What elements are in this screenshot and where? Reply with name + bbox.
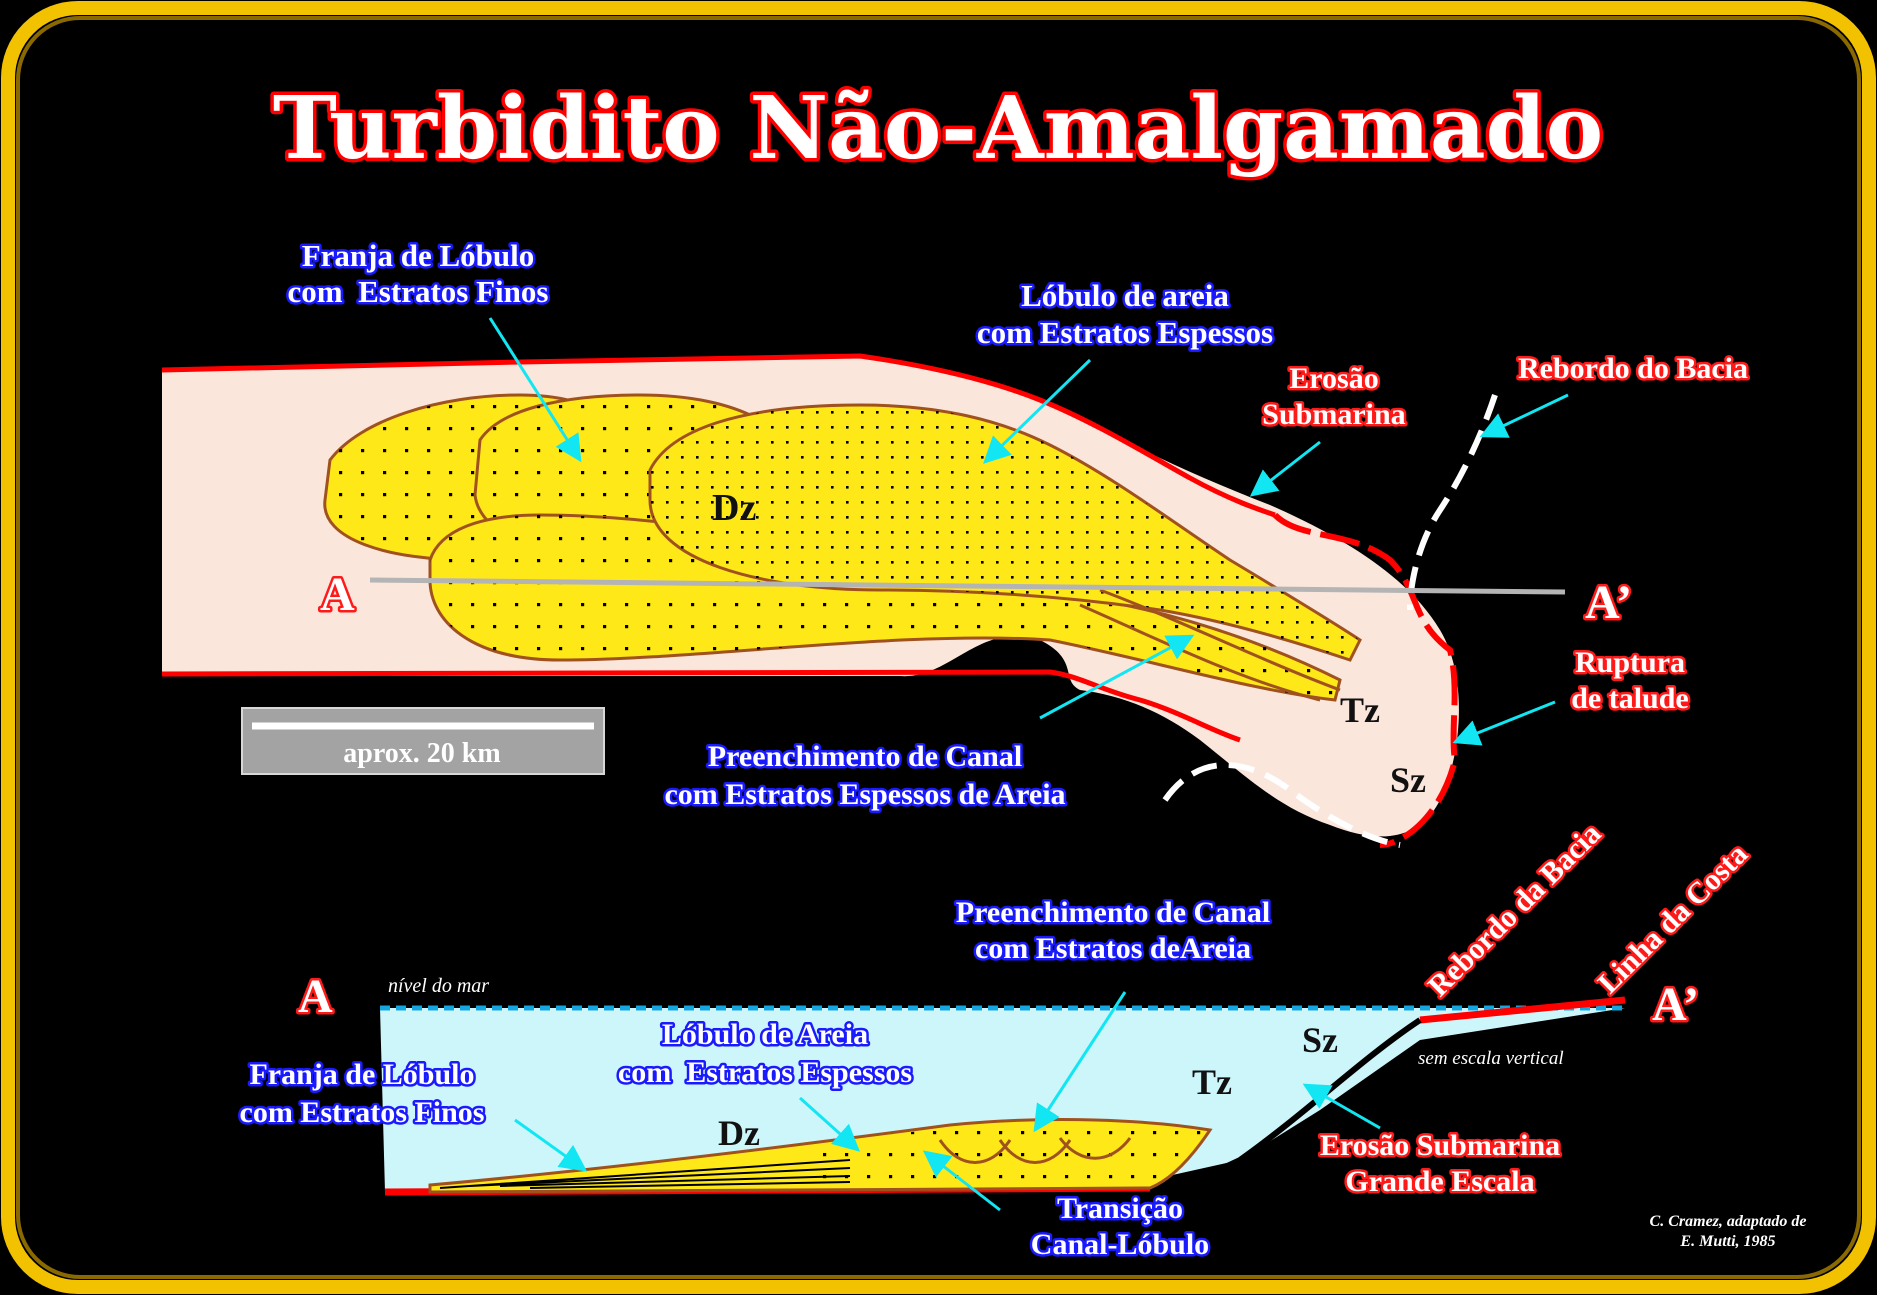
shelf-ground <box>1419 996 1626 1024</box>
cross-fringe-arrow <box>514 1118 588 1172</box>
slope-break-label-line2: de talude <box>1571 682 1689 715</box>
cross-channel-fill-line1: Preenchimento de Canal <box>956 896 1270 929</box>
page-title: Turbidito Não-Amalgamado <box>273 78 1603 179</box>
water-body <box>380 1008 1625 1192</box>
cross-channel-fill-arrow <box>1033 991 1127 1133</box>
scale-box <box>241 707 605 775</box>
shelf-edge-arrow <box>1479 393 1569 438</box>
lower-lobe-dots <box>430 515 1340 700</box>
cross-erosion-line1: Erosão Submarina <box>1320 1129 1560 1162</box>
erosion-arrow <box>1249 440 1321 497</box>
cross-sand-lobe-arrow <box>798 1096 861 1152</box>
cross-end-label: A’ <box>1652 978 1699 1031</box>
cross-sand-lobe-line1: Lóbulo de Areia <box>662 1018 868 1051</box>
sea-level-label: nível do mar <box>388 975 489 997</box>
cross-erosion-arrow <box>1302 1083 1381 1130</box>
channel-fill-label-line2: com Estratos Espessos de Areia <box>664 778 1065 811</box>
transition-label-line1: Transição <box>1057 1192 1183 1225</box>
channel-fill-arrow <box>1039 634 1195 720</box>
slope-erosion-line <box>1149 1017 1422 1191</box>
transition-label-line2: Canal-Lóbulo <box>1031 1228 1209 1261</box>
zone-sz-label: Sz <box>1390 760 1426 800</box>
sand-lobe-arrow <box>983 358 1092 464</box>
zone-tz-label: Tz <box>1340 690 1380 730</box>
cross-channel-fill-line2: com Estratos deAreia <box>975 932 1251 965</box>
zone-dz-label: Dz <box>712 487 756 529</box>
cross-fringe-line2: com Estratos Finos <box>240 1096 485 1129</box>
cross-start-label: A <box>298 970 333 1023</box>
frame-inner <box>16 16 1861 1279</box>
cross-zone-sz: Sz <box>1302 1020 1338 1060</box>
channel-strand-2 <box>1079 603 1321 702</box>
fringe-arrow <box>488 317 582 463</box>
cross-zone-tz: Tz <box>1192 1062 1232 1102</box>
shelf-edge-label: Rebordo do Bacia <box>1518 352 1748 385</box>
erosion-label-line1: Erosão <box>1289 362 1378 395</box>
scale-label: aprox. 20 km <box>343 738 500 769</box>
slope-break-arrow <box>1452 700 1556 746</box>
sand-lobe-label-line2: com Estratos Espessos <box>977 315 1273 350</box>
section-start-label: A <box>320 568 355 621</box>
fringe-thin-beds <box>439 1159 851 1189</box>
no-vertical-scale-label: sem escala vertical <box>1418 1048 1564 1069</box>
sand-lobe-dots <box>650 405 1360 660</box>
channel-scours <box>938 1137 1132 1164</box>
channel-fill-label-line1: Preenchimento de Canal <box>708 740 1022 773</box>
slope-dashed-line <box>1162 762 1401 848</box>
fringe-label-line1: Franja de Lóbulo <box>302 238 535 273</box>
erosion-label-line2: Submarina <box>1262 398 1405 431</box>
cross-zone-dz: Dz <box>718 1113 760 1153</box>
section-line <box>369 577 1566 595</box>
credit-line1: C. Cramez, adaptado de <box>1650 1213 1807 1230</box>
erosion-scallops <box>1272 512 1459 848</box>
cross-fringe-line1: Franja de Lóbulo <box>249 1058 474 1091</box>
section-end-label: A’ <box>1585 576 1632 629</box>
cross-sand-lobe-line2: com Estratos Espessos <box>618 1056 912 1089</box>
credit-line2: E. Mutti, 1985 <box>1679 1233 1775 1250</box>
bottom-red-line <box>161 669 1241 743</box>
fringe-label-line2: com Estratos Finos <box>288 274 549 309</box>
slope-break-label-line1: Ruptura <box>1575 646 1685 679</box>
transition-arrow <box>922 1150 1001 1212</box>
sand-lobe-label-line1: Lóbulo de areia <box>1021 278 1229 313</box>
channel-strand-1 <box>1099 588 1341 692</box>
cross-erosion-line2: Grande Escala <box>1345 1165 1534 1198</box>
top-erosion-line <box>161 353 1276 518</box>
